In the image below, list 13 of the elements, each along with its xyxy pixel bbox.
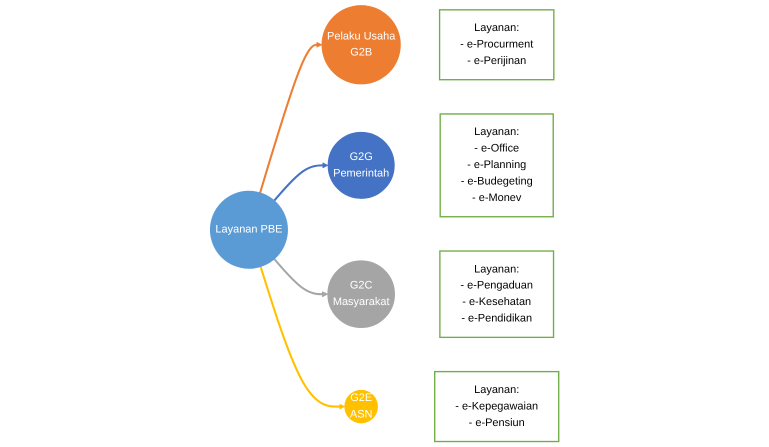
node-box: Layanan: - e-Procurment - e-Perijinan [438,9,554,80]
node-box: Layanan: - e-Pengaduan - e-Kesehatan - e-Pendidikan [439,250,554,338]
node-box: Layanan: - e-Office - e-Planning - e-Budegeting - e-Monev [440,113,554,218]
node-circle: G2E ASN [344,390,378,424]
node-circle: Pelaku Usaha G2B [322,5,401,84]
arrow [259,42,322,194]
node-circle: G2G Pemerintah [328,132,395,199]
arrow [274,258,328,298]
node-box: Layanan: - e-Kepegawaian - e-Pensiun [434,370,560,442]
arrow [260,266,346,410]
arrow [274,162,328,202]
node-circle: G2C Masyarakat [327,260,395,328]
node-circle: Layanan PBE [210,190,288,269]
